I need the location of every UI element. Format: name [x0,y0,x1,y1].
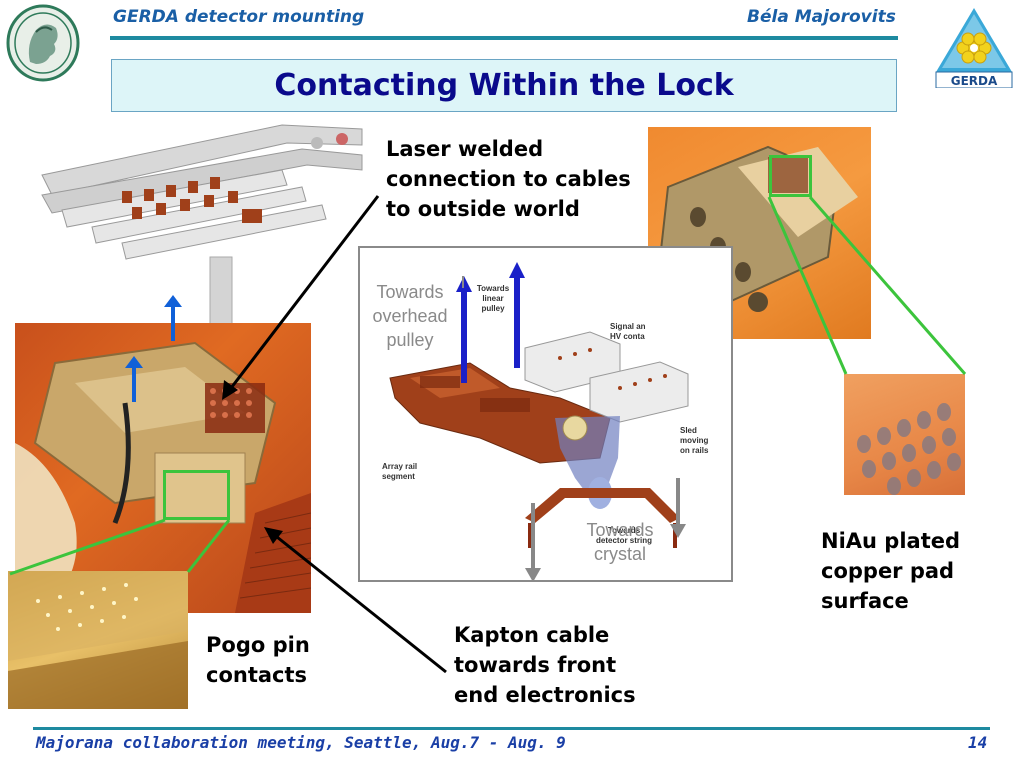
niau-pad-closeup-photo [844,374,965,495]
slide-title: Contacting Within the Lock [274,68,734,103]
gerda-logo-text: GERDA [951,74,998,88]
gerda-logo: GERDA [934,6,1014,89]
up-arrow-icon [160,295,186,343]
label-signal-hv: Signal an HV conta [610,322,646,341]
up-arrow-icon [121,356,147,404]
header-left-title: GERDA detector mounting [113,7,365,27]
label-towards-string: Towards detector string [596,526,653,545]
label-niau-plated: NiAu plated copper pad surface [821,529,961,613]
institute-seal-logo [6,4,80,82]
label-towards-linear: Towards linear pulley [476,284,510,313]
pogo-pin-closeup-photo [8,571,188,709]
pogo-highlight-box [163,470,230,520]
header-author: Béla Majorovits [747,7,896,27]
sled-diagram: Towards overhead pulley Towards linear p… [358,246,733,582]
pad-highlight-box [769,155,812,197]
title-box: Contacting Within the Lock [111,59,897,112]
page-number: 14 [968,733,988,752]
label-towards-crystal: Towards crystal [586,520,654,564]
label-towards-overhead: Towards overhead pulley [372,282,448,350]
label-kapton-cable: Kapton cable towards front end electroni… [454,623,636,707]
header-rule [110,36,898,40]
lock-contact-photo [15,323,311,613]
footer-meeting: Majorana collaboration meeting, Seattle,… [36,733,566,752]
footer-rule [33,727,990,730]
label-sled: Sled moving on rails [680,426,709,455]
rail-cad-image [32,115,372,331]
label-pogo-pin: Pogo pin contacts [206,633,310,687]
label-laser-welded: Laser welded connection to cables to out… [386,137,631,221]
label-array-rail: Array rail segment [382,462,418,481]
